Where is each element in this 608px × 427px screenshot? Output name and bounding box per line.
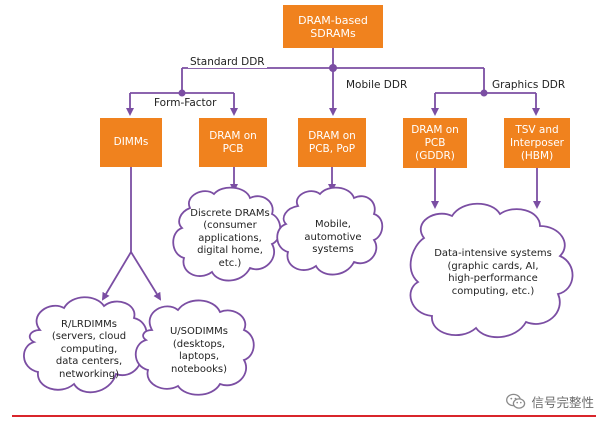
cloud-data-intensive: [409, 202, 574, 339]
dimms-box: DIMMs: [100, 118, 162, 167]
tsv-interposer-box: TSV and Interposer (HBM): [504, 118, 570, 168]
mobile-systems-text: Mobile, automotive systems: [304, 219, 362, 256]
watermark-text: 信号完整性: [531, 395, 594, 410]
cloud-discrete: [172, 186, 282, 282]
standard-ddr-label: Standard DDR: [188, 56, 267, 68]
rlrdimms-text: R/LRDIMMs (servers, cloud computing, dat…: [51, 318, 127, 380]
usodimms-text: U/SODIMMs (desktops, laptops, notebooks): [169, 326, 229, 375]
data-intensive-text: Data-intensive systems (graphic cards, A…: [434, 248, 552, 297]
wechat-icon: [506, 393, 526, 410]
dram-on-pcb-pop-box: DRAM on PCB, PoP: [298, 118, 366, 167]
root-box: DRAM-based SDRAMs: [283, 5, 383, 48]
cloud-usodimms: [134, 299, 255, 396]
cloud-rlrdimms: [23, 296, 148, 394]
footer-divider: [12, 415, 596, 417]
discrete-drams-text: Discrete DRAMs (consumer applications, d…: [190, 207, 270, 269]
dram-on-pcb-box: DRAM on PCB: [199, 118, 267, 167]
watermark: 信号完整性: [506, 392, 594, 411]
mobile-ddr-label: Mobile DDR: [344, 79, 410, 91]
cloud-mobile: [276, 186, 384, 276]
form-factor-label: Form-Factor: [154, 97, 217, 109]
graphics-ddr-label: Graphics DDR: [490, 79, 568, 91]
dram-on-pcb-gddr-box: DRAM on PCB (GDDR): [403, 118, 467, 168]
